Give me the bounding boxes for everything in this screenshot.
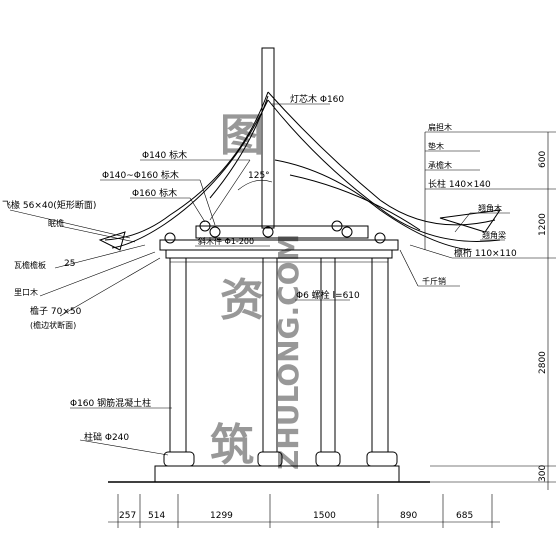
ground — [108, 451, 430, 483]
angle-arc — [237, 179, 273, 191]
lintel-lower — [165, 249, 393, 259]
label-eave-rafter: 眠檐 — [48, 218, 64, 228]
column-right — [371, 257, 389, 453]
label-rafter-note: (檐边状断面) — [30, 320, 76, 330]
ring-beam — [195, 225, 369, 239]
roof-right-rafter — [289, 174, 421, 231]
dim-right-1200: 1200 — [538, 213, 548, 236]
dimension-right: 600 1200 2800 300 — [430, 131, 556, 490]
label-ridge: 灯芯木 Φ160 — [290, 93, 344, 105]
leader-purlin-top-diag — [209, 159, 251, 221]
label-r-hip3: 檩桁 110×110 — [454, 247, 517, 259]
label-r-beam: 长柱 140×140 — [428, 178, 491, 190]
column-left — [169, 257, 187, 453]
label-purlin-lower: Φ160 标木 — [132, 187, 177, 199]
label-eave-board: 飞椽 56×40(矩形断面) — [2, 199, 96, 211]
leader-bearing — [39, 251, 156, 297]
column-base-1 — [163, 451, 195, 467]
label-base: 柱础 Φ240 — [84, 431, 129, 443]
purlin-right-3 — [374, 232, 386, 244]
leader-purlin-pair-diag — [199, 179, 216, 226]
leader-eave-edge — [54, 244, 146, 269]
roof — [98, 47, 502, 251]
watermark-char-mid: 资 — [220, 275, 264, 326]
label-r-top1: 扁担木 — [428, 122, 452, 132]
column-center-right — [320, 257, 336, 453]
labels-left: 灯芯木 Φ160 Φ140 标木 Φ140~Φ160 标木 Φ160 标木 飞椽… — [2, 93, 360, 443]
dim-bottom-257: 257 — [119, 511, 136, 521]
lintel — [159, 225, 399, 263]
purlin-left-1 — [199, 220, 211, 232]
dim-bottom-890: 890 — [400, 511, 417, 521]
label-r-top2: 垫木 — [428, 141, 444, 151]
roof-left-rafter — [209, 95, 269, 199]
labels-right: 扁担木 垫木 承檐木 长柱 140×140 翘角木 翘角梁 檩桁 110×110… — [422, 122, 517, 286]
label-angle: 125° — [248, 171, 270, 181]
dim-bottom-514: 514 — [148, 511, 165, 521]
label-r-bottom: 千斤销 — [422, 276, 446, 286]
column-base-4 — [366, 451, 398, 467]
dim-right-600: 600 — [538, 151, 548, 168]
leader-rafter — [59, 257, 161, 317]
roof-right-lower — [267, 99, 501, 242]
label-bearing: 里口木 — [14, 287, 38, 297]
label-rafter: 檐子 70×50 — [30, 305, 82, 317]
roof-right-sweep — [274, 159, 471, 251]
watermark-char-bottom: 筑 — [210, 420, 254, 471]
roof-left-lower — [111, 99, 269, 249]
leader-r7-diag — [409, 244, 453, 259]
label-r-hip2: 翘角梁 — [482, 230, 506, 240]
label-purlin-top: Φ140 标木 — [142, 149, 187, 161]
leader-eave-board — [9, 209, 131, 239]
label-r-hip1: 翘角木 — [478, 203, 502, 213]
purlin-center — [262, 226, 274, 238]
purlin-right-1 — [331, 220, 343, 232]
label-purlin-mid: 斜木件 Φ1-200 — [198, 236, 254, 246]
label-eave-edge-b: 25 — [64, 259, 75, 269]
left-leaders — [9, 103, 350, 456]
purlin-left-2 — [209, 226, 221, 238]
dim-bottom-1299: 1299 — [210, 511, 233, 521]
purlin-left-3 — [164, 232, 176, 244]
center-post — [261, 47, 275, 229]
right-leaders — [399, 131, 510, 287]
column-base-3 — [315, 451, 341, 467]
purlin-right-2 — [341, 226, 353, 238]
leader-purlin-lower-diag — [189, 197, 206, 223]
dimension-bottom: 257 514 1299 1500 890 685 — [108, 494, 500, 528]
dim-right-2800: 2800 — [538, 351, 548, 374]
label-eave-edge-a: 瓦檐檐板 — [14, 260, 46, 270]
dim-bottom-1500: 1500 — [313, 511, 336, 521]
leader-r8-diag — [399, 249, 419, 287]
leader-eave-rafter — [59, 225, 136, 243]
label-r-top3: 承檐木 — [428, 160, 452, 170]
label-column: Φ160 钢筋混凝土柱 — [70, 397, 151, 409]
dim-right-300: 300 — [538, 465, 548, 482]
label-purlin-pair: Φ140~Φ160 标木 — [102, 169, 179, 181]
eave-tip-right — [439, 209, 502, 233]
roof-right-upper — [267, 91, 496, 226]
leader-r5-diag — [454, 212, 471, 233]
eave-tip-left — [98, 231, 126, 251]
label-bolt: Φ6 螺栓 l=610 — [296, 289, 360, 301]
dim-bottom-685: 685 — [456, 511, 473, 521]
leader-base — [79, 439, 169, 456]
roof-left-upper — [104, 91, 269, 241]
watermark: 图 资 筑 ZHULONG.COM — [210, 110, 305, 471]
